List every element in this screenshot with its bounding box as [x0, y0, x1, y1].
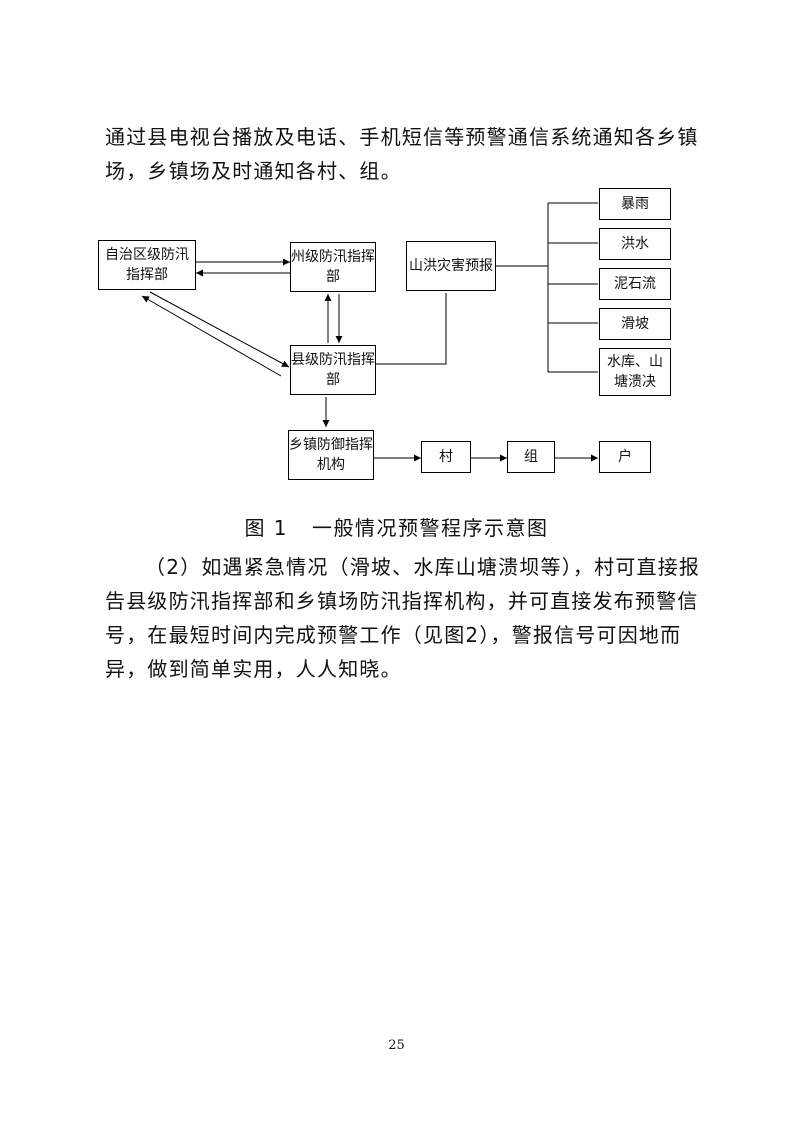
village-box: 村	[421, 441, 471, 473]
flood-warning-box: 山洪灾害预报	[406, 241, 496, 291]
body-paragraph-2: （2）如遇紧急情况（滑坡、水库山塘溃坝等），村可直接报告县级防汛指挥部和乡镇场防…	[105, 555, 701, 681]
group-box: 组	[507, 441, 555, 473]
prefecture-hq-box: 州级防汛指挥部	[290, 242, 376, 292]
household-box: 户	[599, 441, 651, 473]
hazard-dam-break-box: 水库、山塘溃决	[599, 348, 671, 396]
hazard-debris-flow-box: 泥石流	[599, 268, 671, 300]
hazard-rainstorm-box: 暴雨	[599, 188, 671, 220]
hazard-landslide-box: 滑坡	[599, 308, 671, 340]
township-hq-box: 乡镇防御指挥机构	[288, 430, 374, 480]
figure-number: 图 1	[244, 516, 289, 540]
county-hq-box: 县级防汛指挥部	[290, 345, 376, 395]
hazard-flood-box: 洪水	[599, 228, 671, 260]
body-paragraph-1: 通过县电视台播放及电话、手机短信等预警通信系统通知各乡镇场，乡镇场及时通知各村、…	[105, 125, 699, 183]
autonomous-region-hq-box: 自治区级防汛指挥部	[98, 240, 196, 290]
figure-caption: 图 1 一般情况预警程序示意图	[0, 512, 793, 541]
figure-title: 一般情况预警程序示意图	[312, 516, 549, 540]
page-number: 25	[388, 1038, 405, 1053]
